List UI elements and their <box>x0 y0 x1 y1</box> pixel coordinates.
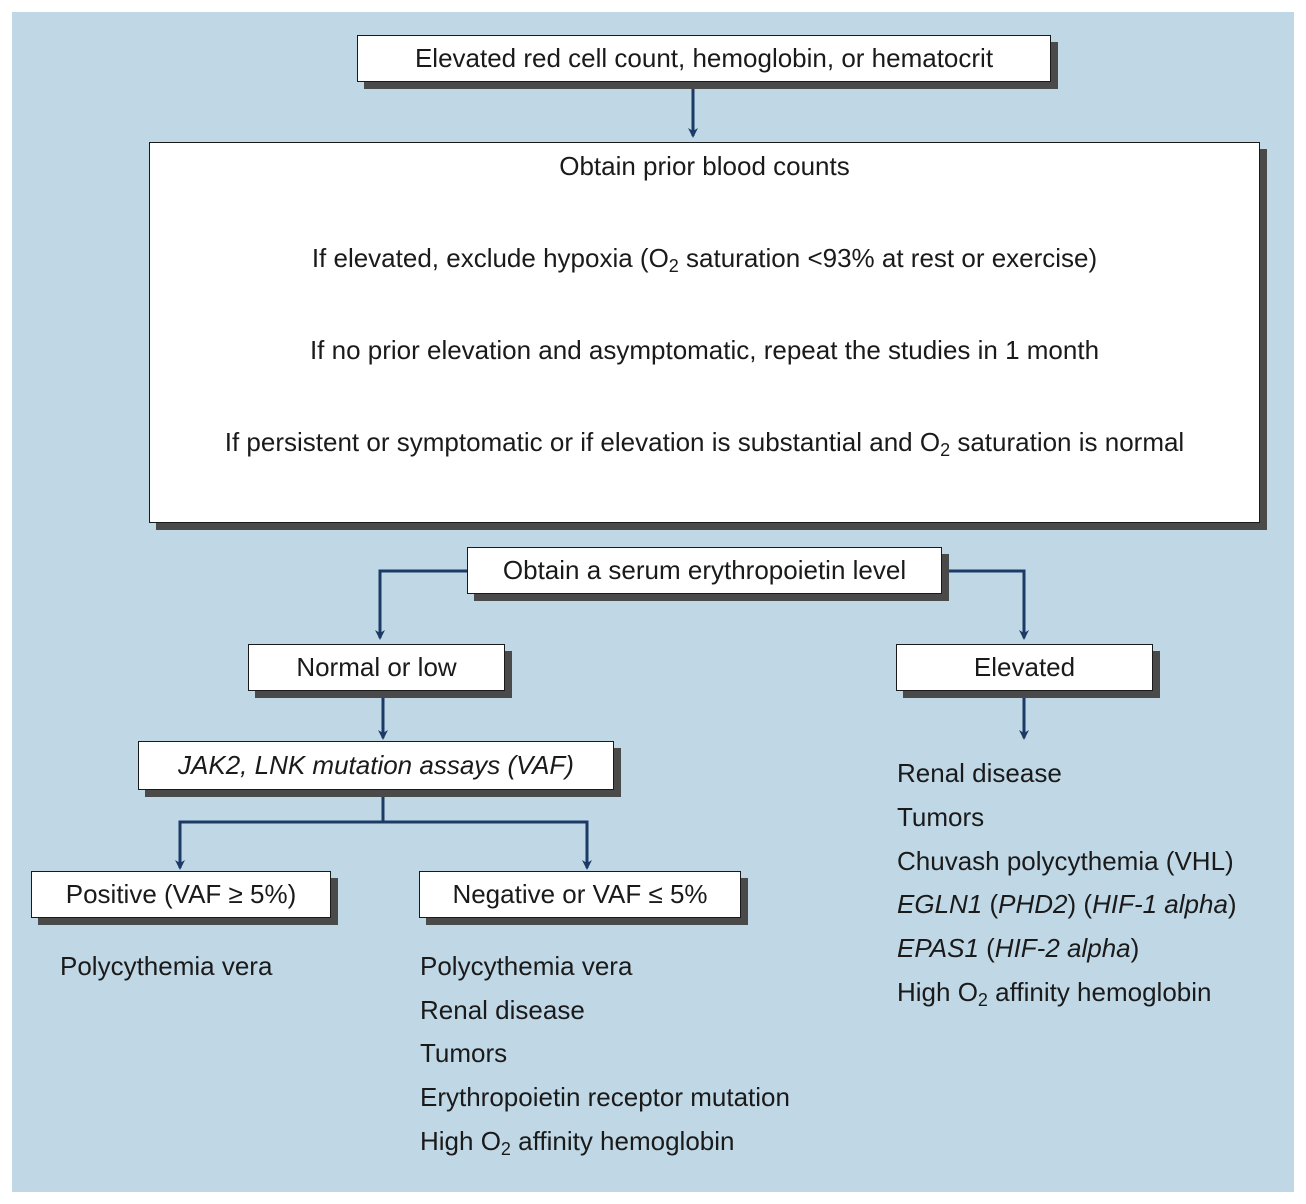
negative-list-item: Erythropoietin receptor mutation <box>420 1082 790 1112</box>
elevated-list-item: EGLN1 (PHD2) (HIF-1 alpha) <box>897 889 1237 919</box>
arrow-epo-to-normal <box>375 569 467 640</box>
step-repeat-studies: If no prior elevation and asymptomatic, … <box>309 335 1100 365</box>
elevated-list-item: EPAS1 (HIF-2 alpha) <box>897 933 1140 963</box>
epo-level-box: Obtain a serum erythropoietin level <box>467 547 942 594</box>
elevated-list-item: Renal disease <box>897 758 1062 788</box>
positive-vaf-box: Positive (VAF ≥ 5%) <box>31 871 331 918</box>
negative-list-item: High O2 affinity hemoglobin <box>420 1126 735 1159</box>
elevated-epo-box: Elevated <box>896 644 1153 691</box>
mutation-assay-box: JAK2, LNK mutation assays (VAF) <box>138 741 614 790</box>
normal-or-low-box: Normal or low <box>248 644 505 691</box>
elevated-counts-text: Elevated red cell count, hemoglobin, or … <box>414 43 994 73</box>
elevated-counts-box: Elevated red cell count, hemoglobin, or … <box>357 35 1051 82</box>
mutation-assay-text: JAK2, LNK mutation assays (VAF) <box>178 750 574 780</box>
elevated-list-item: Tumors <box>897 802 985 832</box>
negative-list-item: Renal disease <box>420 995 585 1025</box>
elevated-list-item: Chuvash polycythemia (VHL) <box>897 846 1234 876</box>
normal-or-low-text: Normal or low <box>296 652 457 682</box>
arrow-jak2-to-positive <box>175 790 385 870</box>
negative-vaf-box: Negative or VAF ≤ 5% <box>419 871 741 918</box>
elevated-list-item: High O2 affinity hemoglobin <box>897 977 1212 1010</box>
negative-list-item: Tumors <box>420 1038 508 1068</box>
step-obtain-prior-counts: Obtain prior blood counts <box>559 151 850 181</box>
positive-vaf-text: Positive (VAF ≥ 5%) <box>65 879 297 909</box>
epo-level-text: Obtain a serum erythropoietin level <box>502 555 907 585</box>
arrow-jak2-to-negative <box>383 820 592 870</box>
arrow-epo-to-elevated <box>942 569 1029 640</box>
negative-vaf-text: Negative or VAF ≤ 5% <box>452 879 708 909</box>
step-if-persistent: If persistent or symptomatic or if eleva… <box>224 427 1185 460</box>
elevated-epo-text: Elevated <box>973 652 1076 682</box>
step-exclude-hypoxia: If elevated, exclude hypoxia (O2 saturat… <box>311 243 1098 276</box>
negative-list-item: Polycythemia vera <box>420 951 633 981</box>
workup-steps-box <box>149 142 1260 523</box>
positive-list-item: Polycythemia vera <box>60 951 273 981</box>
